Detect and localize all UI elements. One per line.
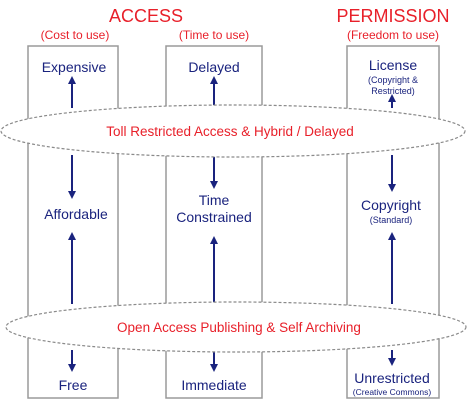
- heading-access: ACCESS: [109, 6, 183, 26]
- label-immediate: Immediate: [181, 377, 247, 393]
- label-constrained: Constrained: [176, 209, 252, 225]
- label-affordable: Affordable: [44, 206, 108, 222]
- band-open-access-label: Open Access Publishing & Self Archiving: [117, 320, 361, 335]
- subtitle-time: (Time to use): [179, 28, 249, 42]
- label-unrestricted: Unrestricted: [354, 370, 429, 386]
- band-open-access: [5, 301, 467, 353]
- label-copyright: Copyright: [361, 197, 421, 213]
- heading-permission: PERMISSION: [336, 6, 449, 26]
- note-license-2: Restricted): [371, 86, 415, 96]
- label-license: License: [369, 57, 417, 73]
- band-toll-restricted: [0, 104, 466, 158]
- subtitle-cost: (Cost to use): [41, 28, 110, 42]
- label-delayed: Delayed: [188, 59, 239, 75]
- label-expensive: Expensive: [42, 59, 107, 75]
- subtitle-freedom: (Freedom to use): [347, 28, 439, 42]
- label-time: Time: [199, 192, 230, 208]
- band-toll-restricted-label: Toll Restricted Access & Hybrid / Delaye…: [106, 124, 354, 139]
- note-creative-commons: (Creative Commons): [353, 387, 432, 397]
- label-free: Free: [59, 377, 88, 393]
- note-standard: (Standard): [370, 215, 413, 225]
- note-license-1: (Copyright &: [368, 75, 418, 85]
